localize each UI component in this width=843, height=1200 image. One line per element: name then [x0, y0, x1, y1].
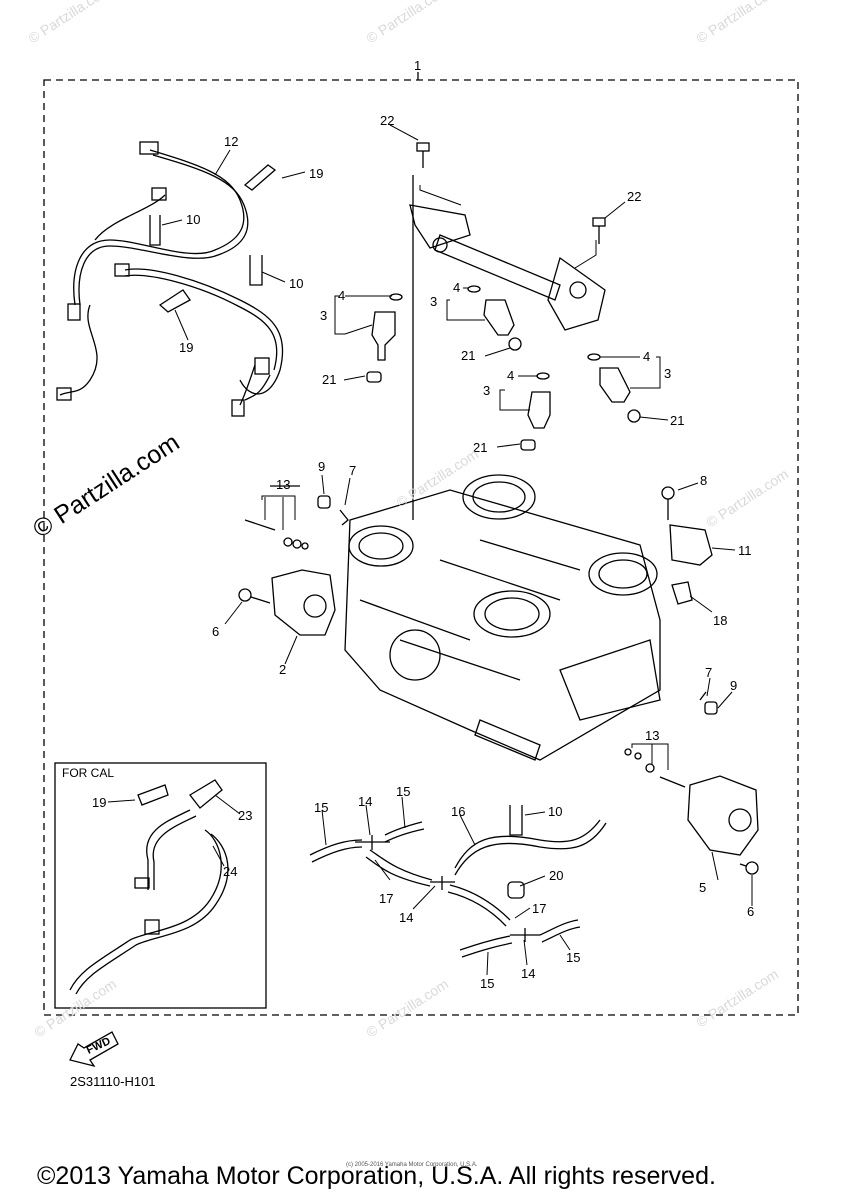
screw-6-right: [739, 861, 759, 875]
callout-14-a: 14: [358, 794, 372, 809]
diagram-code: 2S31110-H101: [70, 1074, 156, 1089]
vacuum-hoses: [309, 819, 607, 958]
clip-10-c: [509, 805, 523, 836]
bolt-22-left: [416, 142, 430, 168]
callout-19-top: 19: [309, 166, 323, 181]
callout-19-mid: 19: [179, 340, 193, 355]
screw-6-left: [238, 588, 271, 604]
throttle-body-assembly: [344, 175, 661, 761]
copyright-notice: ©2013 Yamaha Motor Corporation, U.S.A. A…: [37, 1162, 716, 1190]
fuel-rail: [409, 204, 606, 331]
fine-print: (c) 2005-2016 Yamaha Motor Corporation, …: [346, 1162, 478, 1168]
callout-5: 5: [699, 880, 706, 895]
callout-13-upper: 13: [276, 477, 290, 492]
callout-21-a: 21: [322, 372, 336, 387]
callout-3-b: 3: [430, 294, 437, 309]
screw-set-13-upper: [244, 485, 309, 550]
callout-19-cal: 19: [92, 795, 106, 810]
injector-left: [366, 293, 403, 383]
callout-22-right: 22: [627, 189, 641, 204]
callout-10-b: 10: [289, 276, 303, 291]
cap-9-lower: [704, 701, 718, 715]
callout-14-c: 14: [521, 966, 535, 981]
injector-right: [587, 353, 641, 423]
clip-19-cal: [137, 784, 169, 806]
callout-22-left: 22: [380, 113, 394, 128]
callout-14-b: 14: [399, 910, 413, 925]
callout-3-c: 3: [483, 383, 490, 398]
callout-18: 18: [713, 613, 727, 628]
callout-7-upper: 7: [349, 463, 356, 478]
cap-9-upper: [317, 495, 331, 509]
callout-21-b: 21: [461, 348, 475, 363]
callout-21-d: 21: [670, 413, 684, 428]
callout-17-b: 17: [532, 901, 546, 916]
callout-15-b: 15: [396, 784, 410, 799]
bracket-18: [671, 581, 693, 605]
fwd-arrow: [69, 1031, 119, 1068]
callout-1: 1: [414, 58, 421, 73]
clip-10-b: [249, 255, 263, 286]
screw-set-13-lower: [624, 748, 686, 788]
wire-harness: [56, 141, 284, 417]
callout-labels: 1 12 19 10 10 19 22 22 4 3 21 4 3 21 4 3…: [92, 58, 754, 991]
clip-19-top: [243, 164, 277, 191]
callout-24: 24: [223, 864, 237, 879]
leader-lines: [107, 124, 753, 976]
callout-8: 8: [700, 473, 707, 488]
callout-4-d: 4: [643, 349, 650, 364]
callout-11: 11: [738, 543, 752, 558]
throttle-position-sensor-2: [271, 569, 336, 636]
for-cal-box: [54, 762, 267, 1009]
callout-9-lower: 9: [730, 678, 737, 693]
clamp-7-lower: [699, 691, 707, 701]
clip-19-mid: [158, 289, 191, 313]
for-cal-hoses: [69, 779, 229, 995]
callout-7-lower: 7: [705, 665, 712, 680]
callout-17-a: 17: [379, 891, 393, 906]
clamp-7-upper: [339, 509, 349, 526]
callout-16: 16: [451, 804, 465, 819]
bolt-8: [661, 486, 675, 520]
callout-13-lower: 13: [645, 728, 659, 743]
callout-4-c: 4: [507, 368, 514, 383]
callout-3-d: 3: [664, 366, 671, 381]
callout-12: 12: [224, 134, 238, 149]
callout-6-left: 6: [212, 624, 219, 639]
callout-23: 23: [238, 808, 252, 823]
injector-mid: [467, 285, 522, 351]
callout-15-a: 15: [314, 800, 328, 815]
callout-9-upper: 9: [318, 459, 325, 474]
pressure-sensor-11: [669, 524, 713, 566]
callout-2: 2: [279, 662, 286, 677]
callout-6-right: 6: [747, 904, 754, 919]
assembly-boundary: [43, 79, 799, 1016]
clip-10-a: [149, 215, 161, 246]
callout-10-a: 10: [186, 212, 200, 227]
callout-15-d: 15: [566, 950, 580, 965]
for-cal-label: FOR CAL: [62, 766, 115, 780]
callout-21-c: 21: [473, 440, 487, 455]
injector-lower: [520, 372, 551, 451]
throttle-position-sensor-5: [687, 775, 759, 856]
callout-15-c: 15: [480, 976, 494, 991]
callout-4-a: 4: [338, 288, 345, 303]
callout-20: 20: [549, 868, 563, 883]
callout-4-b: 4: [453, 280, 460, 295]
callout-10-c: 10: [548, 804, 562, 819]
callout-3-a: 3: [320, 308, 327, 323]
bolt-22-right: [592, 217, 606, 244]
